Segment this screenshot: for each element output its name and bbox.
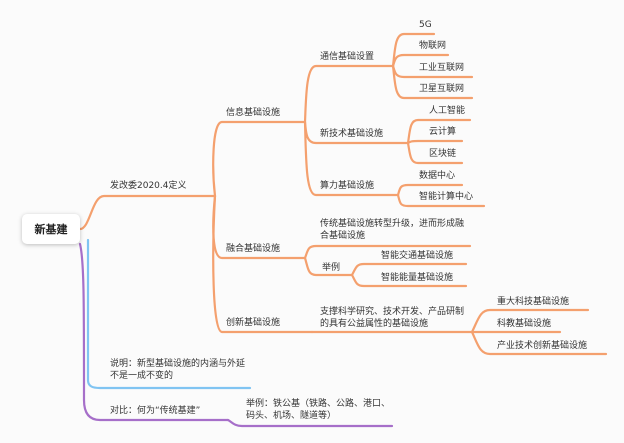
node-newtech-infrastructure[interactable]: 新技术基础设施 [320, 129, 384, 139]
link-newtech-cloud [406, 139, 464, 145]
link-ndrc-info [212, 120, 307, 198]
leaf-ai[interactable]: 人工智能 [429, 106, 466, 116]
link-newtech-ai [406, 118, 472, 145]
node-info-infrastructure[interactable]: 信息基础设施 [226, 108, 281, 118]
link-root-note [86, 238, 252, 390]
leaf-smart-traffic[interactable]: 智能交通基础设施 [381, 251, 454, 261]
link-ndrc-innovation [212, 194, 314, 334]
node-fusion-infrastructure[interactable]: 融合基础设施 [226, 244, 281, 254]
link-info-compute [303, 120, 400, 197]
node-fusion-description[interactable]: 传统基础设施转型升级，进而形成融合基础设施 [320, 219, 465, 241]
leaf-industrial-innovation[interactable]: 产业技术创新基础设施 [497, 341, 588, 351]
leaf-cloud[interactable]: 云计算 [429, 127, 457, 137]
link-contrast-example [226, 418, 394, 428]
leaf-industrial-internet[interactable]: 工业互联网 [419, 63, 465, 73]
link-root-contrast [78, 242, 230, 422]
node-innovation-description[interactable]: 支撑科学研究、技术开发、产品研制的具有公益属性的基础设施 [320, 307, 465, 329]
link-compute-icc [396, 193, 486, 208]
leaf-blockchain[interactable]: 区块链 [429, 149, 457, 159]
node-ndrc-definition[interactable]: 发改委2020.4定义 [110, 181, 187, 191]
link-example-traffic [350, 262, 468, 277]
node-contrast-example[interactable]: 举例：铁公基（铁路、公路、港口、码头、机场、隧道等） [246, 399, 391, 421]
leaf-satellite-internet[interactable]: 卫星互联网 [419, 84, 465, 94]
link-example-energy [350, 273, 468, 288]
node-fusion-example[interactable]: 举例 [322, 263, 341, 273]
link-desc-industry [470, 330, 608, 356]
node-contrast[interactable]: 对比：何为“传统基建” [110, 406, 201, 416]
link-comm-sat [391, 64, 474, 100]
leaf-intelligent-computing[interactable]: 智能计算中心 [419, 192, 474, 202]
link-compute-dc [396, 183, 464, 197]
root-node[interactable]: 新基建 [22, 214, 80, 244]
link-fusion-example [303, 256, 354, 277]
node-note[interactable]: 说明：新型基础设施的内涵与外延不是一成不变的 [110, 359, 246, 381]
leaf-iot[interactable]: 物联网 [419, 41, 447, 51]
link-root-ndrc [78, 194, 217, 231]
link-desc-major [470, 308, 590, 334]
leaf-major-sci-tech[interactable]: 重大科技基础设施 [497, 297, 570, 307]
link-info-comm [303, 64, 395, 124]
link-newtech-chain [406, 141, 464, 165]
leaf-5g[interactable]: 5G [419, 20, 432, 30]
leaf-smart-energy[interactable]: 智能能量基础设施 [381, 273, 454, 283]
leaf-data-center[interactable]: 数据中心 [419, 171, 456, 181]
link-comm-iot [391, 53, 450, 68]
link-fusion-desc [303, 244, 472, 260]
node-comm-infrastructure[interactable]: 通信基础设置 [320, 52, 375, 62]
node-innovation-infrastructure[interactable]: 创新基础设施 [226, 318, 281, 328]
node-compute-infrastructure[interactable]: 算力基础设施 [320, 181, 375, 191]
leaf-sci-edu[interactable]: 科教基础设施 [497, 319, 552, 329]
